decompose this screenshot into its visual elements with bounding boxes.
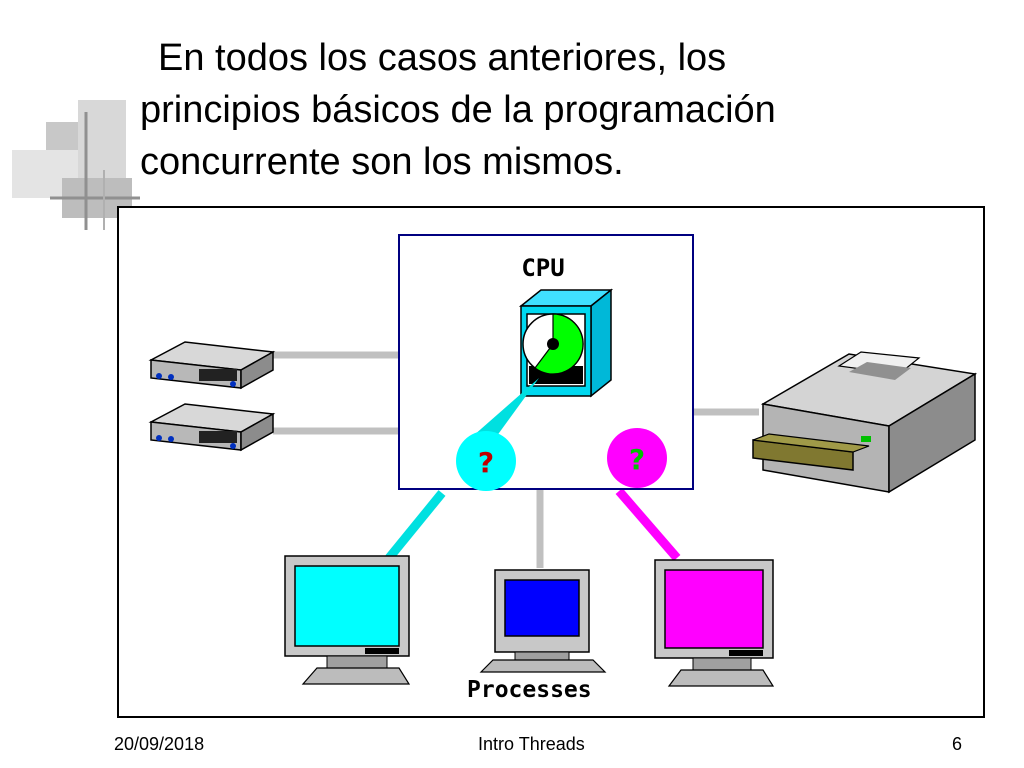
corner-decoration — [12, 100, 140, 230]
cpu-tower-icon — [518, 288, 614, 398]
query-circle-magenta — [607, 428, 667, 488]
monitor-screen-blue — [504, 579, 580, 637]
slide-title: En todos los casos anteriores, los princ… — [140, 32, 1000, 188]
gray-links — [273, 351, 759, 568]
process-1-link — [385, 490, 446, 561]
process-3-link — [615, 488, 681, 561]
query-mark-red: ? — [478, 446, 494, 479]
slide-number: 6 — [952, 734, 963, 754]
monitor-icon — [479, 569, 607, 673]
disk-drive-icon — [148, 403, 276, 452]
monitor-icon — [654, 559, 775, 687]
query-circle-cyan — [456, 431, 516, 491]
monitor-screen-cyan — [294, 565, 400, 647]
cpu-label: CPU — [521, 254, 564, 282]
monitor-screen-magenta — [664, 569, 764, 649]
title-line-3: concurrente son los mismos. — [140, 141, 624, 183]
query-mark-green: ? — [629, 443, 645, 476]
title-line-1: En todos los casos anteriores, los — [158, 37, 727, 79]
printer-icon — [752, 351, 978, 494]
disk-drive-icon — [148, 341, 276, 390]
monitor-icon — [284, 555, 411, 685]
footer-date: 20/09/2018 — [114, 734, 205, 754]
diagram-canvas: CPU ? ? — [148, 234, 978, 703]
title-line-2: principios básicos de la programación — [140, 89, 776, 131]
concurrency-diagram: CPU ? ? — [117, 206, 985, 718]
cpu-pointer — [473, 378, 539, 444]
footer-title: Intro Threads — [478, 734, 585, 754]
processes-label: Processes — [467, 677, 592, 703]
